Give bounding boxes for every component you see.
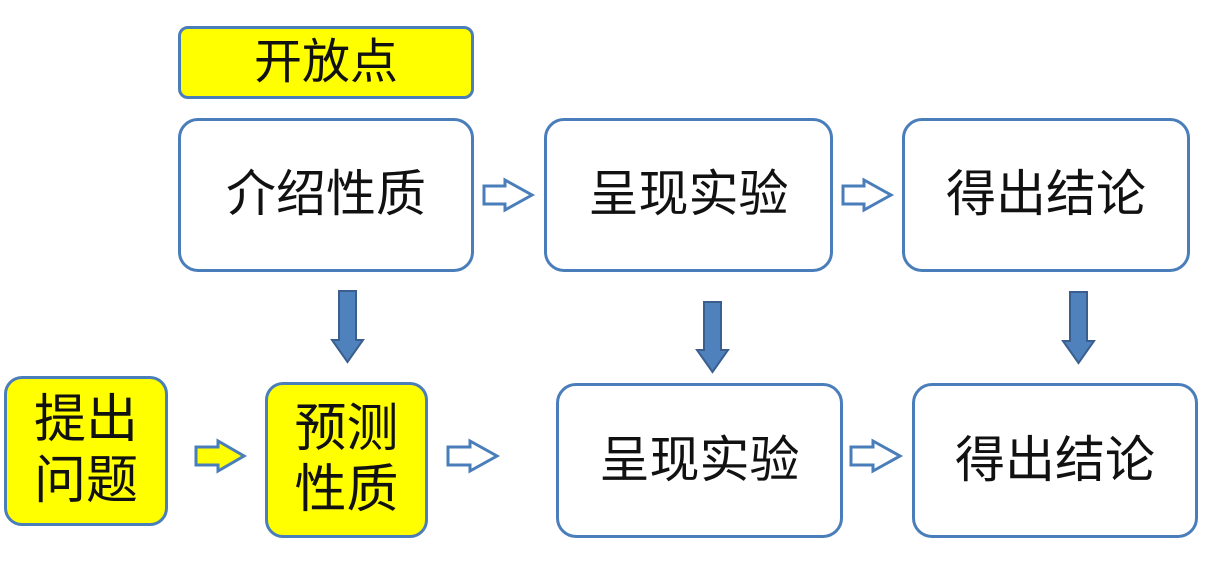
present-experiment-box-top: 呈现实验 [544,118,833,272]
draw-conclusion-box-top: 得出结论 [902,118,1190,272]
right-arrow-icon [446,438,501,474]
down-arrow-icon [695,301,730,374]
introduce-properties-box: 介绍性质 [178,118,474,272]
down-arrow-icon [330,290,365,364]
down-arrow-icon [1061,291,1096,365]
predict-properties-box: 预测 性质 [265,382,428,538]
raise-question-box: 提出 问题 [4,376,168,526]
present-experiment-box-bottom: 呈现实验 [556,383,843,538]
draw-conclusion-box-bottom: 得出结论 [912,383,1198,538]
right-arrow-icon [849,438,904,474]
right-arrow-icon [841,177,895,213]
right-arrow-icon [194,438,248,474]
open-point-label: 开放点 [178,26,474,99]
right-arrow-icon [482,177,536,213]
